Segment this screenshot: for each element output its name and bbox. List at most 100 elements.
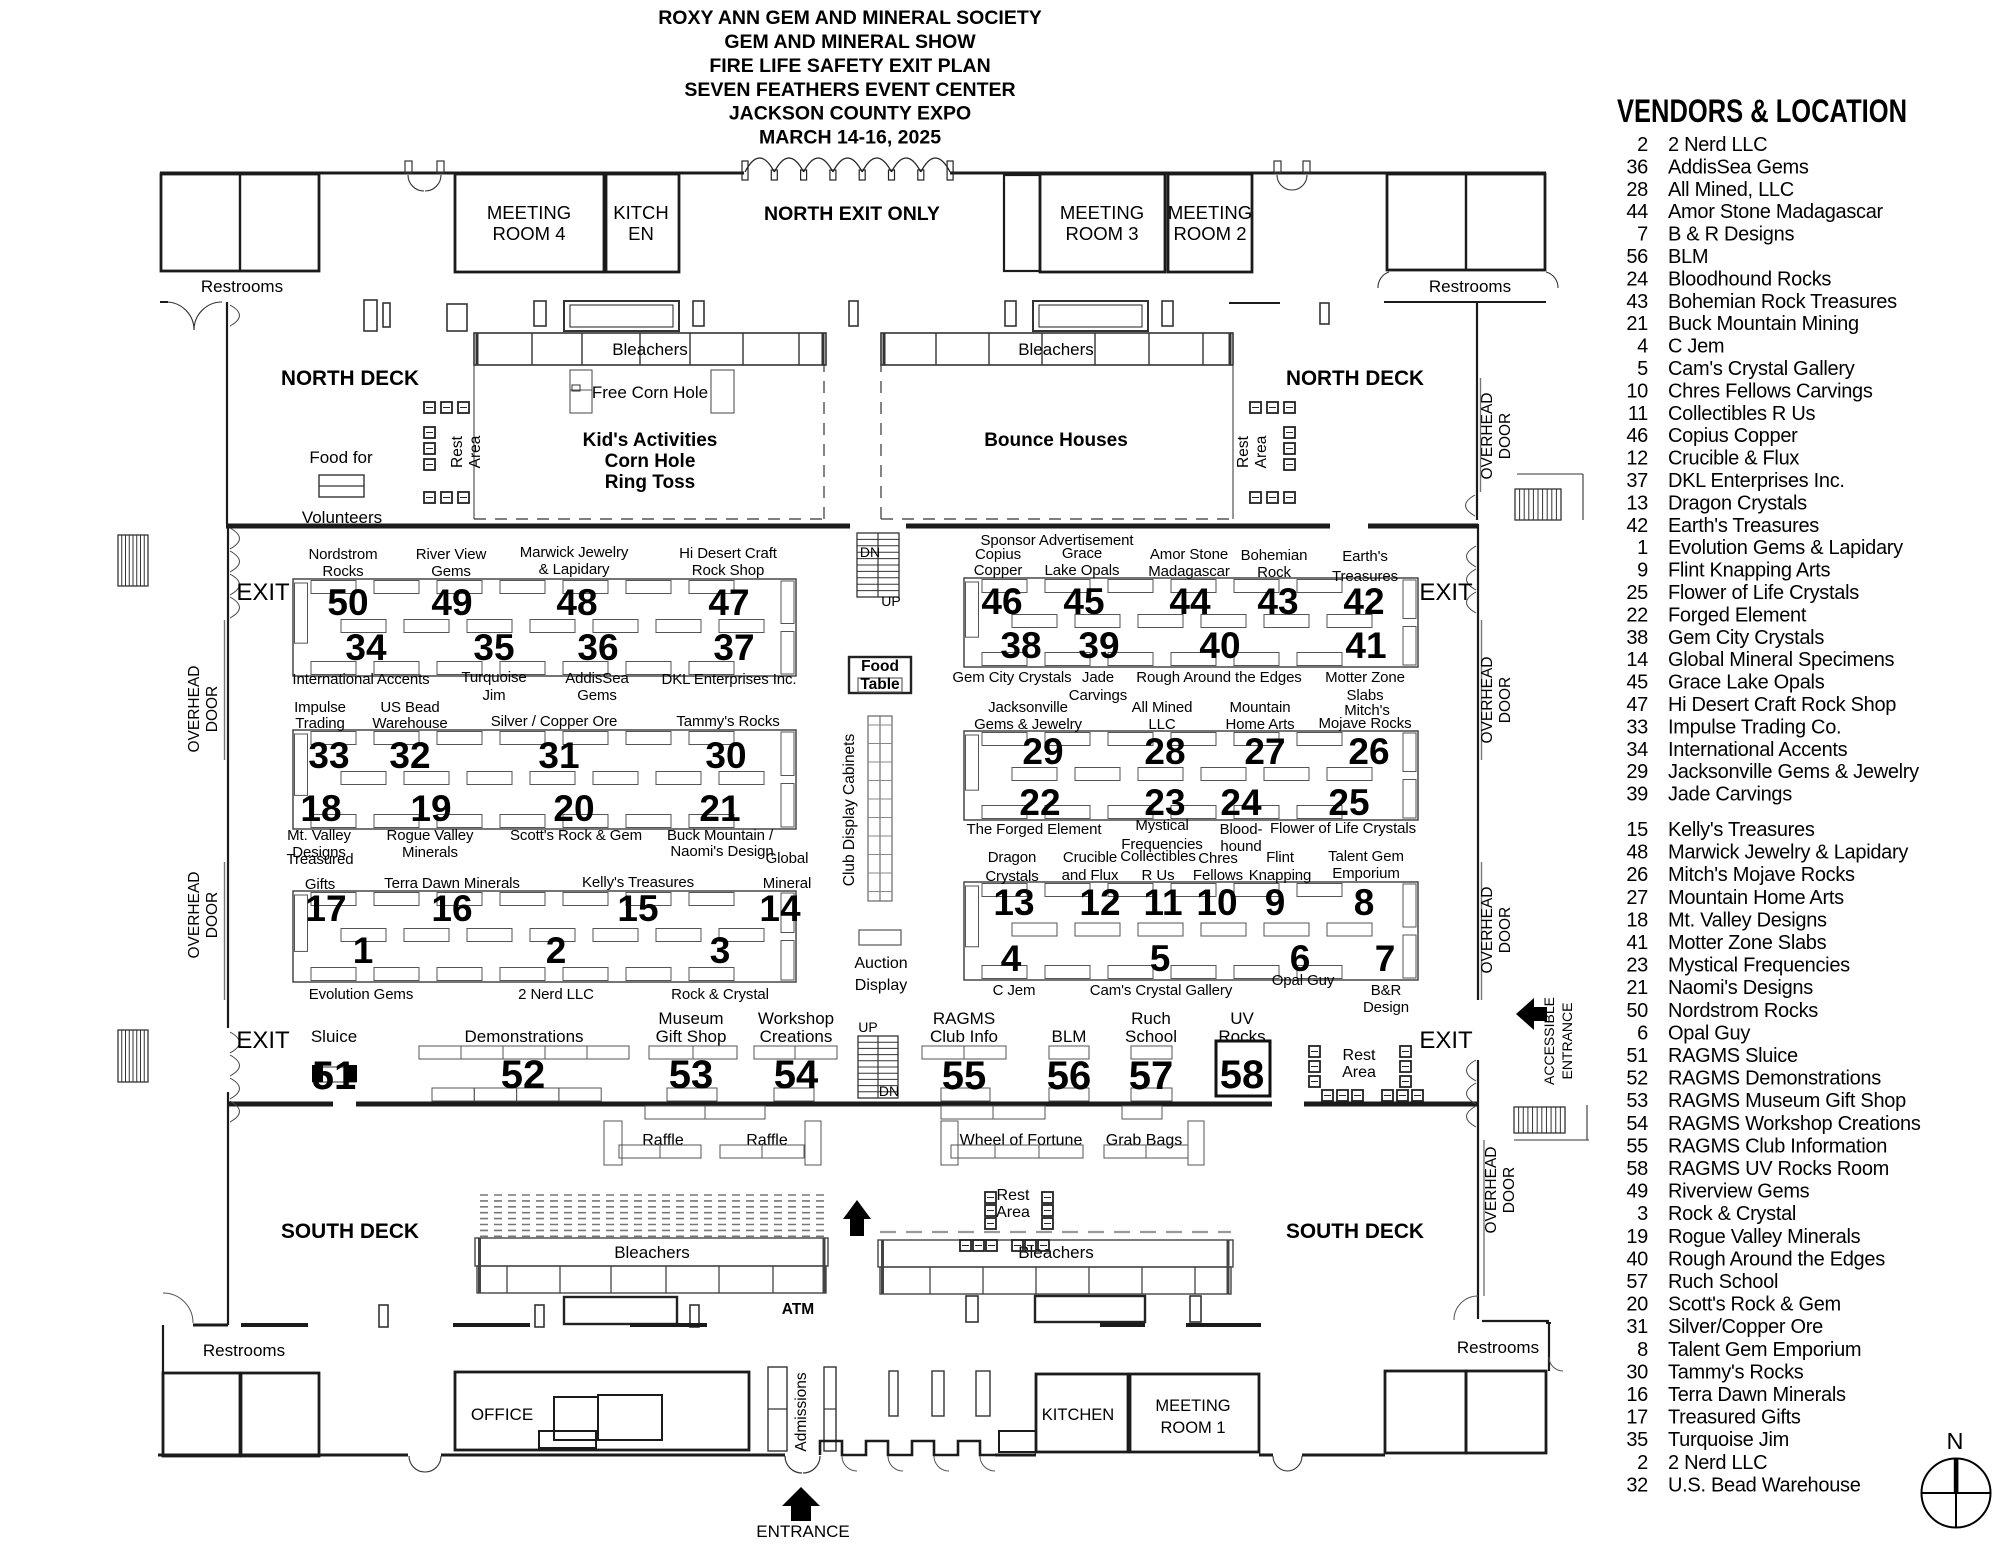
- svg-text:Tammy's Rocks: Tammy's Rocks: [676, 713, 779, 730]
- svg-text:Flint Knapping Arts: Flint Knapping Arts: [1668, 560, 1830, 582]
- svg-text:Flower of Life Crystals: Flower of Life Crystals: [1270, 820, 1416, 837]
- svg-text:Earth's: Earth's: [1342, 548, 1388, 565]
- svg-text:Food: Food: [861, 658, 899, 675]
- svg-text:Talent Gem: Talent Gem: [1328, 848, 1404, 865]
- svg-text:Collectibles R Us: Collectibles R Us: [1668, 403, 1815, 425]
- svg-text:5: 5: [1637, 358, 1648, 380]
- svg-text:Bleachers: Bleachers: [614, 1243, 690, 1262]
- svg-text:29: 29: [1626, 761, 1648, 783]
- svg-text:58: 58: [1626, 1158, 1648, 1180]
- svg-text:Gift Shop: Gift Shop: [656, 1027, 727, 1046]
- svg-text:12: 12: [1626, 448, 1648, 470]
- svg-text:Blood-: Blood-: [1220, 821, 1263, 838]
- svg-text:18: 18: [300, 788, 341, 829]
- svg-text:Dragon Crystals: Dragon Crystals: [1668, 492, 1807, 514]
- svg-text:Warehouse: Warehouse: [372, 715, 447, 732]
- svg-text:DN: DN: [879, 1083, 899, 1099]
- svg-text:Ruch School: Ruch School: [1668, 1271, 1778, 1293]
- svg-text:Flower of Life Crystals: Flower of Life Crystals: [1668, 582, 1859, 604]
- svg-text:Silver / Copper Ore: Silver / Copper Ore: [491, 713, 617, 730]
- svg-text:OVERHEAD: OVERHEAD: [1483, 1147, 1500, 1234]
- svg-text:MARCH 14-16, 2025: MARCH 14-16, 2025: [759, 127, 941, 149]
- svg-text:25: 25: [1626, 582, 1648, 604]
- svg-text:Kid's Activities: Kid's Activities: [583, 430, 718, 451]
- svg-text:C Jem: C Jem: [1668, 336, 1724, 358]
- svg-text:57: 57: [1129, 1054, 1174, 1098]
- svg-text:DKL Enterprises Inc.: DKL Enterprises Inc.: [662, 671, 797, 688]
- svg-text:Restrooms: Restrooms: [201, 277, 283, 296]
- svg-text:19: 19: [1626, 1226, 1648, 1248]
- svg-text:ATM: ATM: [782, 1301, 814, 1318]
- svg-text:Gems: Gems: [431, 563, 471, 580]
- svg-text:29: 29: [1022, 731, 1063, 772]
- svg-text:ROOM 2: ROOM 2: [1174, 223, 1247, 244]
- svg-text:44: 44: [1626, 201, 1648, 223]
- svg-text:hound: hound: [1220, 838, 1261, 855]
- svg-text:50: 50: [1626, 1000, 1648, 1022]
- svg-text:Global Mineral Specimens: Global Mineral Specimens: [1668, 649, 1895, 671]
- svg-text:Rocks: Rocks: [1218, 1027, 1265, 1046]
- svg-text:14: 14: [759, 888, 801, 929]
- svg-text:11: 11: [1628, 403, 1648, 425]
- svg-text:ENTRANCE: ENTRANCE: [756, 1522, 850, 1541]
- svg-text:38: 38: [1626, 627, 1648, 649]
- svg-text:Restrooms: Restrooms: [1429, 277, 1511, 296]
- svg-text:RAGMS Demonstrations: RAGMS Demonstrations: [1668, 1068, 1881, 1090]
- svg-text:Flint: Flint: [1266, 849, 1295, 866]
- svg-text:DOOR: DOOR: [1497, 413, 1514, 460]
- svg-text:24: 24: [1626, 268, 1648, 290]
- svg-text:55: 55: [1626, 1135, 1648, 1157]
- svg-text:C Jem: C Jem: [993, 982, 1036, 999]
- svg-text:DOOR: DOOR: [1497, 907, 1514, 954]
- svg-text:AddisSea Gems: AddisSea Gems: [1668, 156, 1809, 178]
- svg-text:Admissions: Admissions: [793, 1372, 810, 1451]
- svg-text:Grace: Grace: [1062, 545, 1102, 562]
- svg-text:Chres Fellows Carvings: Chres Fellows Carvings: [1668, 380, 1873, 402]
- svg-text:Marwick Jewelry & Lapidary: Marwick Jewelry & Lapidary: [1668, 842, 1908, 864]
- svg-text:SOUTH DECK: SOUTH DECK: [1286, 1219, 1424, 1243]
- svg-text:Bleachers: Bleachers: [1018, 340, 1094, 359]
- svg-text:49: 49: [431, 582, 472, 623]
- svg-text:Museum: Museum: [658, 1009, 723, 1028]
- svg-text:9: 9: [1265, 882, 1286, 923]
- svg-text:Restrooms: Restrooms: [1457, 1338, 1539, 1357]
- svg-text:Terra Dawn Minerals: Terra Dawn Minerals: [384, 875, 520, 892]
- svg-text:Rocks: Rocks: [322, 563, 363, 580]
- svg-text:7: 7: [1375, 938, 1396, 979]
- svg-text:41: 41: [1345, 625, 1386, 666]
- svg-text:Emporium: Emporium: [1332, 865, 1400, 882]
- svg-text:2: 2: [546, 930, 567, 971]
- svg-text:Opal Guy: Opal Guy: [1668, 1022, 1750, 1044]
- svg-text:48: 48: [1626, 842, 1648, 864]
- svg-text:36: 36: [577, 627, 618, 668]
- svg-text:Impulse Trading Co.: Impulse Trading Co.: [1668, 716, 1841, 738]
- svg-text:Copius Copper: Copius Copper: [1668, 425, 1798, 447]
- svg-text:Designs: Designs: [292, 844, 346, 861]
- svg-text:Mt. Valley Designs: Mt. Valley Designs: [1668, 909, 1827, 931]
- svg-text:Grab Bags: Grab Bags: [1106, 1132, 1182, 1149]
- svg-text:46: 46: [1626, 425, 1648, 447]
- svg-text:6: 6: [1290, 938, 1311, 979]
- svg-text:RAGMS UV Rocks Room: RAGMS UV Rocks Room: [1668, 1158, 1889, 1180]
- svg-text:B & R Designs: B & R Designs: [1668, 224, 1794, 246]
- svg-text:Sponsor Advertisement: Sponsor Advertisement: [981, 532, 1135, 549]
- svg-text:DKL Enterprises Inc.: DKL Enterprises Inc.: [1668, 470, 1845, 492]
- svg-text:Carvings: Carvings: [1069, 687, 1127, 704]
- svg-text:Mystical: Mystical: [1135, 817, 1188, 834]
- svg-text:Bleachers: Bleachers: [612, 340, 688, 359]
- svg-text:Rest: Rest: [997, 1187, 1030, 1204]
- svg-text:Area: Area: [467, 435, 484, 468]
- svg-text:15: 15: [1626, 819, 1648, 841]
- svg-text:47: 47: [1626, 694, 1648, 716]
- svg-text:8: 8: [1354, 882, 1375, 923]
- svg-text:Treasured: Treasured: [287, 851, 354, 868]
- svg-text:57: 57: [1626, 1271, 1648, 1293]
- svg-text:Gifts: Gifts: [305, 876, 335, 893]
- svg-text:45: 45: [1626, 672, 1648, 694]
- svg-text:International Accents: International Accents: [1668, 739, 1848, 761]
- svg-text:ROOM 4: ROOM 4: [493, 223, 566, 244]
- svg-text:DOOR: DOOR: [204, 892, 221, 939]
- svg-text:Demonstrations: Demonstrations: [464, 1027, 583, 1046]
- svg-text:51: 51: [1626, 1045, 1648, 1067]
- svg-text:Auction: Auction: [854, 955, 907, 972]
